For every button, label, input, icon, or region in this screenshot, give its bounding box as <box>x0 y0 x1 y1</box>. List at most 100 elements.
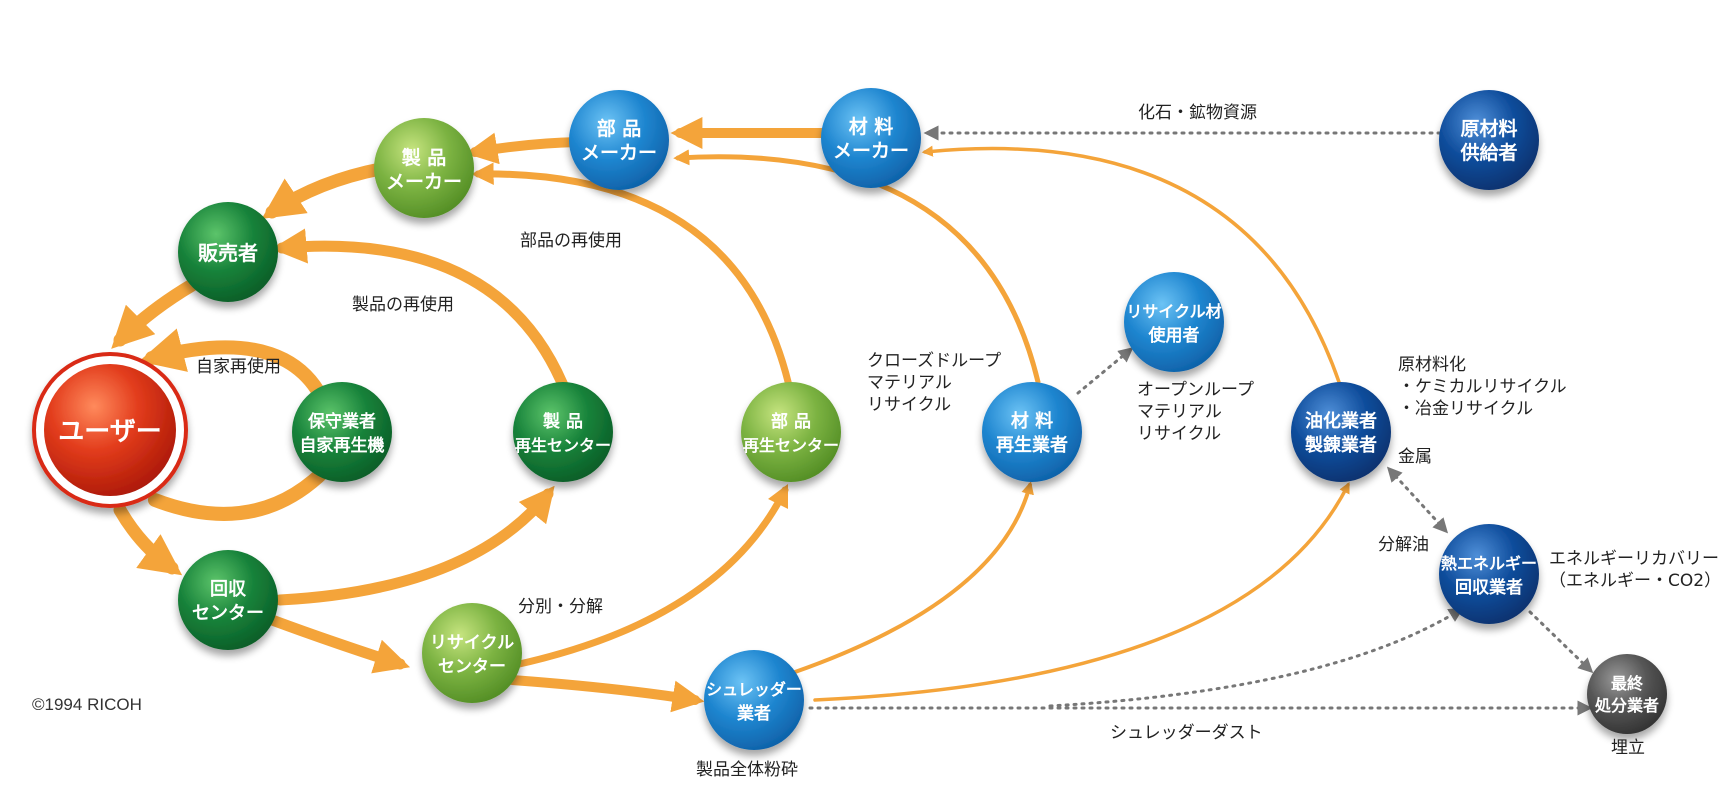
arrow-parts-to-product-maker <box>465 132 583 165</box>
label-metal: 金属 <box>1398 447 1432 467</box>
loop-closed-material <box>673 149 1041 385</box>
node-maintenance[interactable]: 保守業者 自家再生機 <box>292 382 392 482</box>
node-parts-regen-line2: 再生センター <box>743 436 839 455</box>
node-parts-maker[interactable]: 部 品 メーカー <box>569 90 669 190</box>
svg-text:部 品: 部 品 <box>597 117 642 140</box>
label-raw-3: ・冶金リサイクル <box>1398 399 1533 419</box>
node-final-disposal[interactable]: 最終 処分業者 <box>1587 654 1667 734</box>
svg-text:メーカー: メーカー <box>833 140 909 162</box>
flow-labels: 化石・鉱物資源 部品の再使用 製品の再使用 自家再使用 クローズドループ マテリ… <box>32 103 1721 780</box>
svg-text:部 品: 部 品 <box>771 411 811 432</box>
dotted-oil-thermal <box>1386 466 1449 534</box>
svg-text:シュレッダー: シュレッダー <box>706 680 802 699</box>
svg-text:ユーザー: ユーザー <box>58 417 161 447</box>
node-product-maker[interactable]: 製 品 メーカー <box>374 118 474 218</box>
node-oil-smelter[interactable]: 油化業者 製錬業者 <box>1291 382 1391 482</box>
node-final-disposal-line2: 処分業者 <box>1595 696 1659 715</box>
svg-text:製 品: 製 品 <box>401 147 447 169</box>
node-material-maker[interactable]: 材 料 メーカー <box>821 88 921 188</box>
node-thermal-line1: 熱エネルギー <box>1441 554 1537 573</box>
label-self-reuse: 自家再使用 <box>196 356 281 377</box>
svg-text:材 料: 材 料 <box>849 115 894 138</box>
arrow-recycle-to-shredder <box>507 675 705 713</box>
dotted-thermal-to-final <box>1528 610 1594 674</box>
node-raw-supplier-line1: 原材料 <box>1460 117 1517 140</box>
label-decomp-oil: 分解油 <box>1378 535 1429 555</box>
node-shredder-line1: シュレッダー <box>706 680 802 699</box>
svg-text:再生センター: 再生センター <box>743 436 839 455</box>
label-sort-dismantle: 分別・分解 <box>518 597 603 617</box>
node-user[interactable]: ユーザー <box>32 352 188 508</box>
label-closed-loop-1: クローズドループ <box>867 351 1001 371</box>
svg-text:材 料: 材 料 <box>1011 410 1053 432</box>
svg-text:メーカー: メーカー <box>581 142 657 164</box>
node-material-regen-line1: 材 料 <box>1011 410 1053 432</box>
node-maintenance-line1: 保守業者 <box>307 411 376 432</box>
node-product-regen-line2: 再生センター <box>515 436 611 455</box>
label-landfill: 埋立 <box>1611 738 1645 758</box>
node-collection-line2: センター <box>192 603 264 624</box>
node-recycled-user-line1: リサイクル材 <box>1126 302 1221 321</box>
node-parts-regen-line1: 部 品 <box>771 411 811 432</box>
node-parts-maker-line1: 部 品 <box>597 117 642 140</box>
svg-text:熱エネルギー: 熱エネルギー <box>1441 554 1537 573</box>
node-parts-regen[interactable]: 部 品 再生センター <box>741 382 841 482</box>
label-raw-2: ・ケミカルリサイクル <box>1398 377 1567 397</box>
loop-product-bottom <box>274 485 555 606</box>
node-shredder[interactable]: シュレッダー 業者 <box>704 650 804 750</box>
arrow-collection-to-recycle <box>266 614 411 674</box>
svg-text:回収業者: 回収業者 <box>1455 577 1523 598</box>
label-open-loop-3: リサイクル <box>1137 424 1221 444</box>
node-product-regen-line1: 製 品 <box>542 411 583 432</box>
node-collection[interactable]: 回収 センター <box>178 550 278 650</box>
svg-text:リサイクル: リサイクル <box>430 633 514 653</box>
label-product-reuse: 製品の再使用 <box>352 294 454 315</box>
node-sales[interactable]: 販売者 <box>178 202 278 302</box>
node-material-regen[interactable]: 材 料 再生業者 <box>982 382 1082 482</box>
label-energy-recovery-2: （エネルギー・CO2） <box>1549 571 1721 591</box>
node-recycled-user[interactable]: リサイクル材 使用者 <box>1124 272 1224 372</box>
node-recycle-center-line2: センター <box>438 657 506 677</box>
node-sales-label: 販売者 <box>198 241 258 265</box>
svg-text:保守業者: 保守業者 <box>307 411 376 432</box>
svg-text:回収: 回収 <box>210 579 247 600</box>
svg-text:販売者: 販売者 <box>198 241 258 265</box>
node-material-maker-line1: 材 料 <box>849 115 894 138</box>
node-raw-supplier[interactable]: 原材料 供給者 <box>1439 90 1539 190</box>
loop-parts-reuse <box>471 162 794 394</box>
copyright-label: ©1994 RICOH <box>32 695 142 714</box>
svg-text:再生業者: 再生業者 <box>996 434 1068 456</box>
node-maintenance-line2: 自家再生機 <box>300 435 385 456</box>
svg-text:使用者: 使用者 <box>1148 325 1200 346</box>
svg-text:センター: センター <box>192 603 264 624</box>
svg-text:センター: センター <box>438 657 506 677</box>
svg-text:処分業者: 処分業者 <box>1595 696 1659 715</box>
svg-text:再生センター: 再生センター <box>515 436 611 455</box>
node-material-maker-line2: メーカー <box>833 140 909 162</box>
svg-text:製 品: 製 品 <box>542 411 583 432</box>
node-thermal[interactable]: 熱エネルギー 回収業者 <box>1439 524 1539 624</box>
node-oil-smelter-line2: 製錬業者 <box>1304 434 1377 456</box>
dotted-shredder-to-thermal <box>1048 607 1464 708</box>
node-product-regen[interactable]: 製 品 再生センター <box>513 382 613 482</box>
nodes: ユーザー 販売者 製 品 メーカー 部 品 メーカー <box>32 88 1667 750</box>
label-fossil: 化石・鉱物資源 <box>1138 103 1257 123</box>
arrow-sales-to-user <box>111 278 199 349</box>
node-recycled-user-line2: 使用者 <box>1148 325 1200 346</box>
flow-arrows <box>111 116 1350 713</box>
svg-text:製錬業者: 製錬業者 <box>1304 434 1377 456</box>
label-raw-1: 原材料化 <box>1398 355 1466 375</box>
node-parts-maker-line2: メーカー <box>581 142 657 164</box>
label-open-loop-1: オープンループ <box>1137 380 1254 400</box>
loop-self-bottom <box>148 458 337 521</box>
label-whole-crush: 製品全体粉砕 <box>696 760 798 780</box>
svg-text:最終: 最終 <box>1611 674 1644 693</box>
loop-oil-to-material-maker <box>921 145 1342 387</box>
arrow-maker-to-sales <box>261 161 392 219</box>
svg-text:業者: 業者 <box>737 703 771 724</box>
node-material-regen-line2: 再生業者 <box>996 434 1068 456</box>
loop-shredder-to-material-regen <box>793 481 1034 674</box>
label-open-loop-2: マテリアル <box>1137 402 1222 422</box>
dotted-arrows <box>808 125 1594 716</box>
node-recycle-center[interactable]: リサイクル センター <box>422 603 522 703</box>
